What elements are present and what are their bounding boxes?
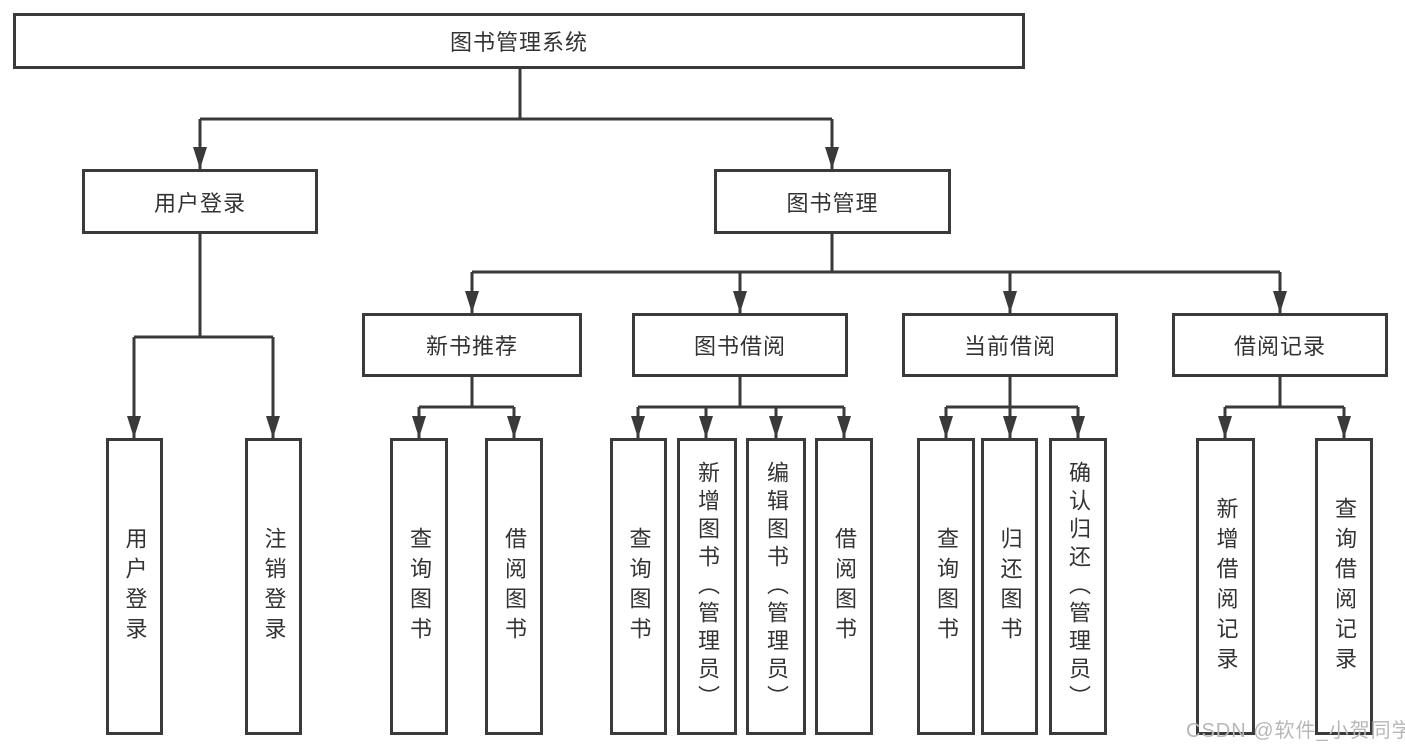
node-book-management-label: 图书管理	[786, 190, 879, 216]
node-root-label: 图书管理系统	[449, 30, 588, 55]
node-borrow-records-label: 借阅记录	[1233, 334, 1326, 359]
leaf-edit-book-admin-label: 编辑图书（管理员）	[764, 460, 789, 713]
node-current-borrow: 当前借阅	[902, 313, 1118, 377]
leaf-add-book-admin-label: 新增图书（管理员）	[695, 460, 720, 713]
node-book-borrow-label: 图书借阅	[693, 334, 786, 359]
connector-borrow-records-children	[1218, 377, 1351, 438]
leaf-borrow-book-1: 借阅图书	[485, 438, 543, 735]
node-user-login: 用户登录	[82, 169, 318, 234]
leaf-add-book-admin: 新增图书（管理员）	[677, 438, 737, 735]
leaf-query-book-3-label: 查询图书	[934, 526, 959, 647]
connector-user-login-children	[127, 234, 280, 438]
connector-current-borrow-children	[939, 377, 1085, 438]
leaf-confirm-return-admin: 确认归还（管理员）	[1049, 438, 1107, 735]
node-root-library-management-system: 图书管理系统	[13, 13, 1025, 69]
leaf-return-book-label: 归还图书	[997, 526, 1023, 647]
leaf-borrow-book-1-label: 借阅图书	[502, 526, 527, 647]
node-book-management: 图书管理	[714, 169, 951, 234]
connector-book-borrow-children	[631, 377, 851, 438]
leaf-query-book-1: 查询图书	[390, 438, 448, 735]
watermark: CSDN @软件_小贺同学	[1186, 720, 1405, 742]
leaf-logout-label: 注销登录	[261, 526, 287, 647]
node-new-book-recommend: 新书推荐	[362, 313, 582, 377]
connector-book-mgmt-children	[465, 234, 1287, 313]
leaf-return-book: 归还图书	[981, 438, 1038, 735]
node-new-book-recommend-label: 新书推荐	[425, 334, 518, 359]
leaf-user-login-label: 用户登录	[122, 526, 148, 647]
node-borrow-records: 借阅记录	[1172, 313, 1388, 377]
node-current-borrow-label: 当前借阅	[963, 334, 1056, 359]
leaf-user-login: 用户登录	[106, 438, 163, 735]
leaf-query-book-2-label: 查询图书	[626, 526, 652, 647]
node-user-login-label: 用户登录	[153, 190, 246, 216]
leaf-add-borrow-record: 新增借阅记录	[1196, 438, 1255, 735]
leaf-query-borrow-record: 查询借阅记录	[1315, 438, 1373, 735]
leaf-query-book-3: 查询图书	[917, 438, 975, 735]
leaf-query-book-1-label: 查询图书	[407, 526, 432, 647]
leaf-confirm-return-admin-label: 确认归还（管理员）	[1066, 460, 1091, 713]
leaf-edit-book-admin: 编辑图书（管理员）	[746, 438, 806, 735]
leaf-borrow-book-2: 借阅图书	[815, 438, 873, 735]
leaf-query-borrow-record-label: 查询借阅记录	[1332, 496, 1357, 677]
connector-root-to-level2	[193, 69, 839, 169]
leaf-borrow-book-2-label: 借阅图书	[832, 526, 857, 647]
connector-new-book-rec-children	[412, 377, 521, 438]
node-book-borrow: 图书借阅	[632, 313, 848, 377]
leaf-query-book-2: 查询图书	[610, 438, 667, 735]
leaf-add-borrow-record-label: 新增借阅记录	[1213, 496, 1239, 677]
leaf-logout: 注销登录	[245, 438, 302, 735]
